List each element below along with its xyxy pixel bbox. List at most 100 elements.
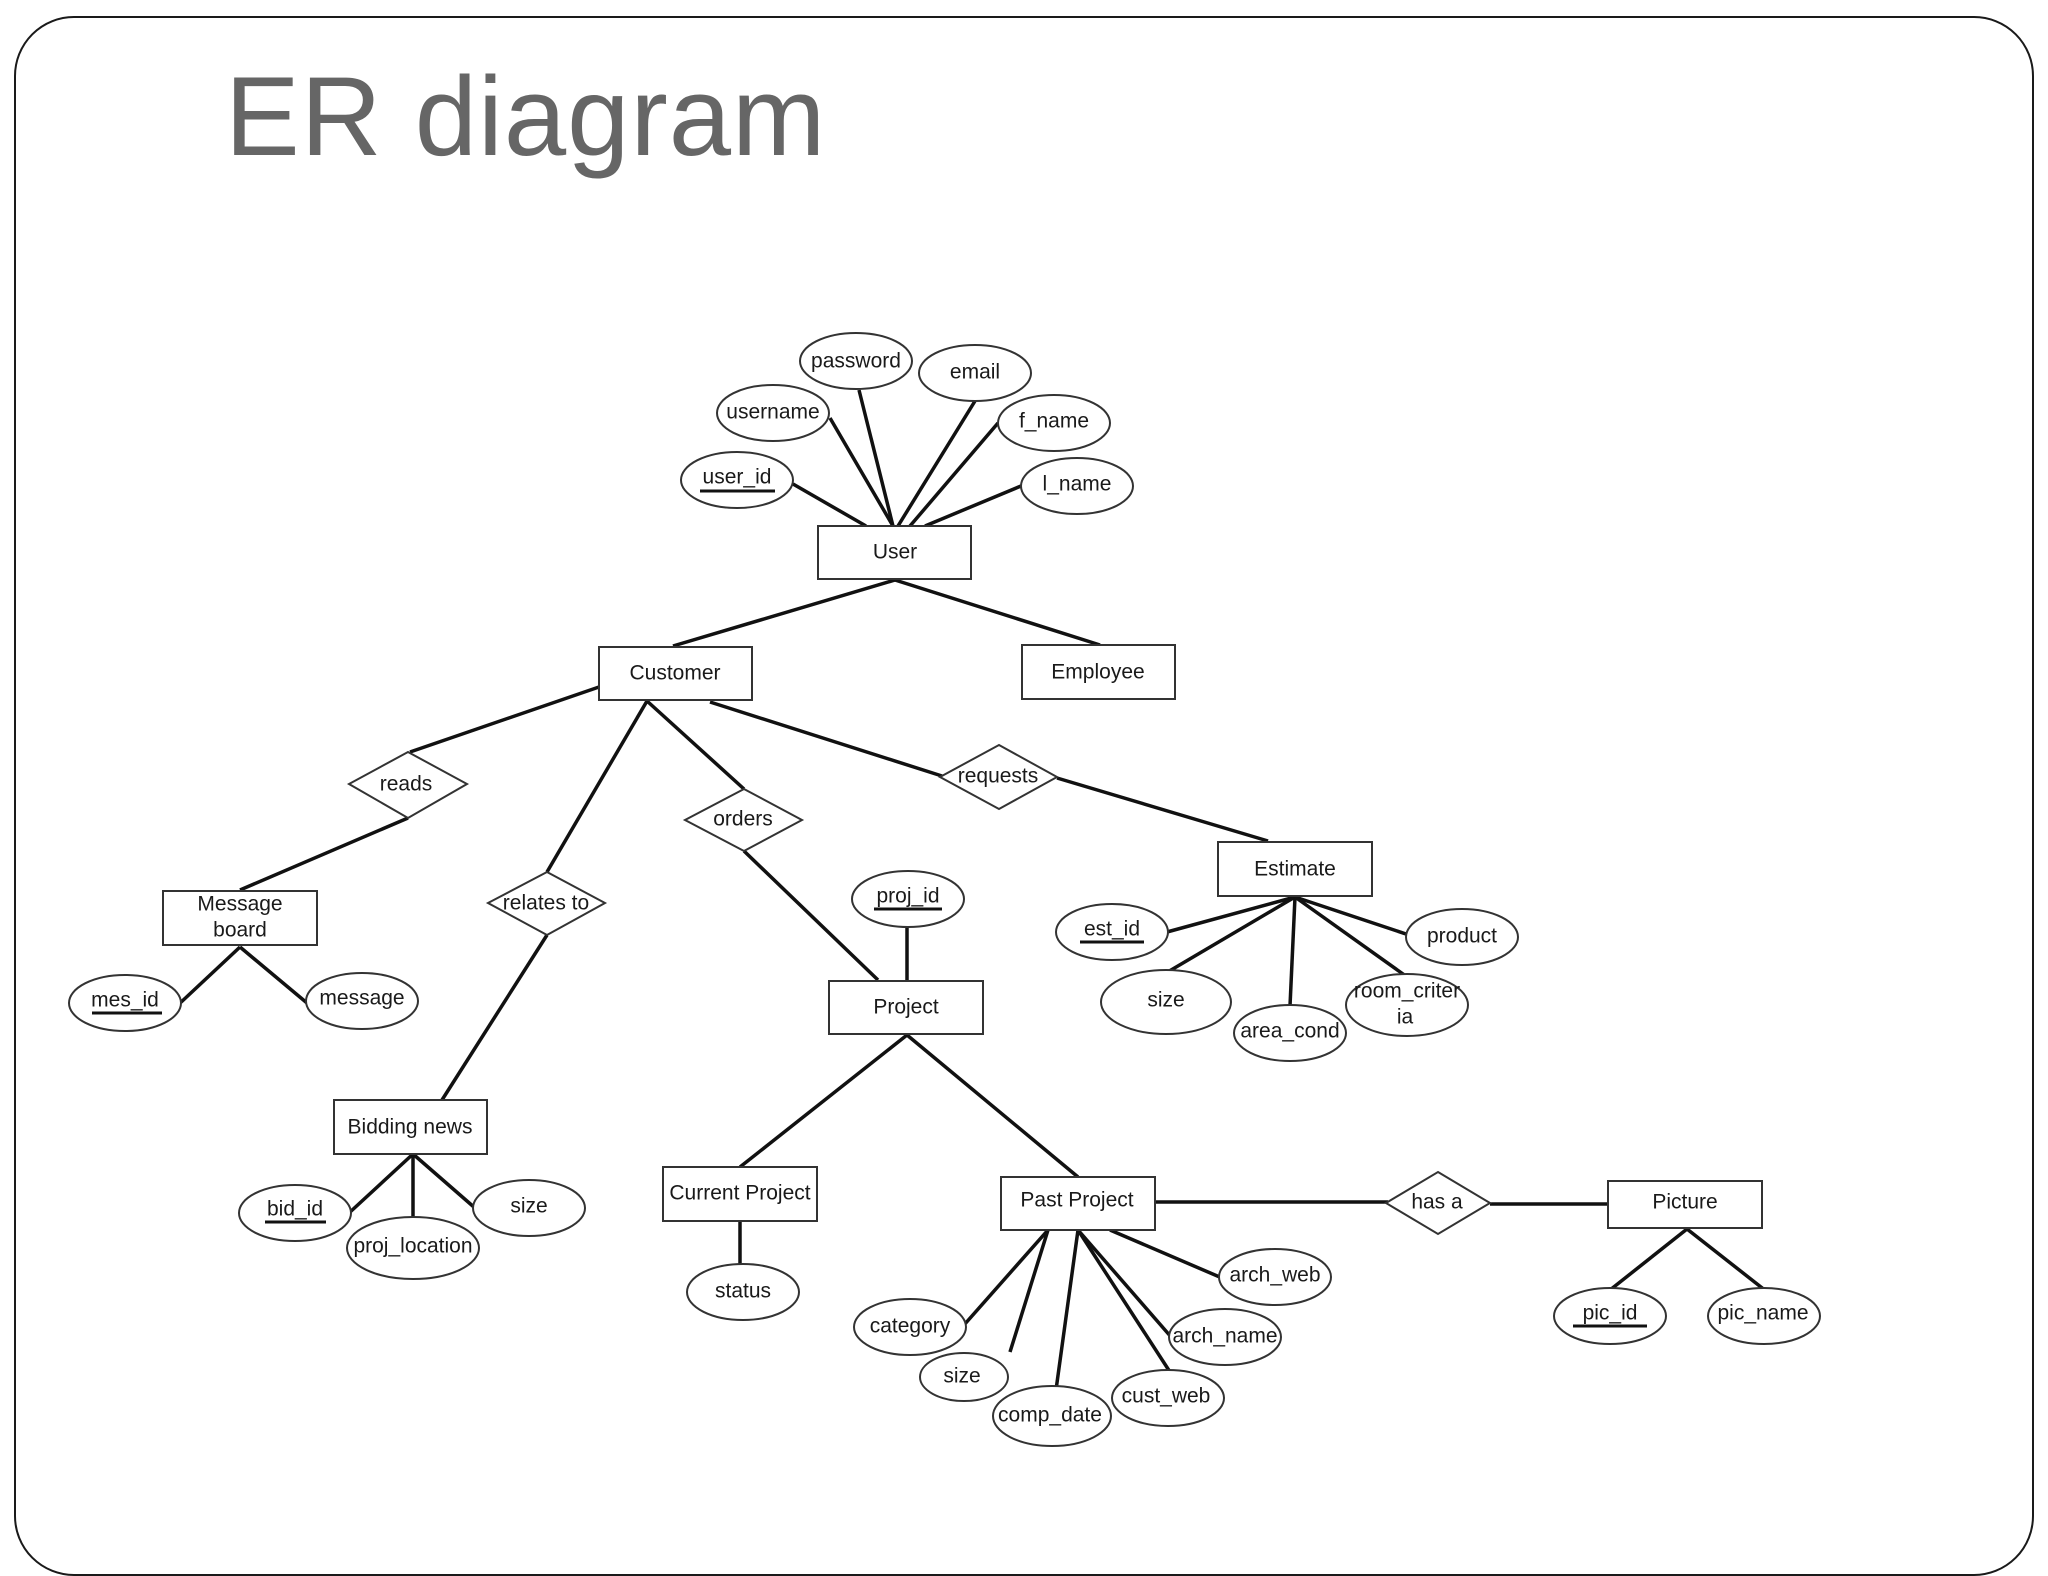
attribute-room-criteria-label-line2: ia xyxy=(1397,1006,1414,1029)
connector-past-category xyxy=(962,1228,1050,1327)
connector-picture-pic-id xyxy=(1608,1227,1689,1292)
connector-past-size xyxy=(1008,1229,1050,1353)
relationship-reads: reads xyxy=(346,750,470,820)
connector-lines xyxy=(176,389,1768,1391)
attribute-bid-size-label: size xyxy=(510,1195,547,1218)
connector-user-l-name xyxy=(924,484,1022,528)
attribute-cust-web-label: cust_web xyxy=(1122,1385,1211,1408)
connector-customer-reads xyxy=(409,685,600,754)
entity-picture-label: Picture xyxy=(1652,1191,1717,1214)
relationship-orders: orders xyxy=(682,787,805,853)
connector-estimate-area-cond xyxy=(1288,896,1297,1007)
connector-estimate-product xyxy=(1294,895,1416,939)
entity-picture: Picture xyxy=(1607,1180,1763,1229)
attribute-arch-web: arch_web xyxy=(1218,1248,1332,1306)
attribute-area-cond: area_cond xyxy=(1233,1004,1347,1062)
entity-user: User xyxy=(817,525,972,580)
connector-user-password xyxy=(857,389,895,527)
attribute-user-id: user_id xyxy=(680,451,794,509)
entity-project-label: Project xyxy=(873,996,939,1019)
connector-past-cust-web xyxy=(1076,1229,1172,1373)
attribute-est-id-label: est_id xyxy=(1084,918,1140,941)
attribute-comp-date: comp_date xyxy=(992,1385,1112,1447)
connector-past-arch-web xyxy=(1109,1228,1223,1280)
connector-reads-message-board xyxy=(239,816,409,892)
entity-bidding-news: Bidding news xyxy=(333,1099,488,1155)
attribute-proj-location-label: proj_location xyxy=(353,1235,472,1258)
attribute-category: category xyxy=(853,1298,967,1356)
attribute-mes-id: mes_id xyxy=(68,974,182,1032)
attribute-past-size-label: size xyxy=(943,1365,980,1388)
entity-estimate: Estimate xyxy=(1217,841,1373,897)
attribute-password-label: password xyxy=(811,350,901,373)
entity-employee-label: Employee xyxy=(1051,661,1144,684)
connector-project-current xyxy=(738,1033,909,1169)
entity-past-project-label: Past Project xyxy=(1020,1189,1133,1212)
entity-message-board: Message board xyxy=(162,890,318,946)
attribute-username-label: username xyxy=(726,401,819,424)
attribute-room-criteria-label-line1: room_criter xyxy=(1354,980,1460,1003)
connector-user-f-name xyxy=(908,421,1000,528)
attribute-email: email xyxy=(918,344,1032,402)
attribute-proj-id: proj_id xyxy=(851,870,965,928)
attribute-category-label: category xyxy=(870,1315,951,1338)
entity-user-label: User xyxy=(873,541,917,564)
connector-mboard-message xyxy=(238,945,309,1005)
attribute-past-size: size xyxy=(919,1352,1009,1402)
attribute-l-name: l_name xyxy=(1020,457,1134,515)
connector-project-past xyxy=(905,1033,1080,1179)
attribute-product-label: product xyxy=(1427,925,1497,948)
attribute-arch-web-label: arch_web xyxy=(1229,1264,1320,1287)
attribute-l-name-label: l_name xyxy=(1043,473,1112,496)
attribute-pic-name-label: pic_name xyxy=(1717,1302,1808,1325)
entity-bidding-news-label: Bidding news xyxy=(348,1116,473,1139)
attribute-arch-name: arch_name xyxy=(1168,1308,1282,1366)
connector-customer-relates-to xyxy=(545,700,649,873)
connector-user-username xyxy=(828,417,895,527)
relationship-orders-label: orders xyxy=(713,808,773,831)
attribute-estimate-size: size xyxy=(1100,969,1232,1035)
connector-bidding-bid-id xyxy=(347,1152,415,1215)
relationship-requests-label: requests xyxy=(958,765,1039,788)
attribute-bid-id-label: bid_id xyxy=(267,1198,323,1221)
attribute-proj-id-label: proj_id xyxy=(876,885,939,908)
attribute-username: username xyxy=(716,384,830,442)
attribute-bid-id: bid_id xyxy=(238,1184,352,1242)
connector-requests-estimate xyxy=(1056,776,1269,843)
slide-title: ER diagram xyxy=(225,54,827,179)
attribute-proj-location: proj_location xyxy=(346,1216,480,1280)
entity-customer: Customer xyxy=(598,646,753,701)
attribute-user-id-label: user_id xyxy=(703,466,772,489)
attribute-password: password xyxy=(799,332,913,390)
connector-user-customer xyxy=(672,578,896,648)
attribute-status: status xyxy=(686,1263,800,1321)
attribute-message: message xyxy=(305,972,419,1030)
entity-past-project: Past Project xyxy=(1000,1176,1156,1231)
attribute-cust-web: cust_web xyxy=(1111,1369,1225,1427)
connector-orders-project xyxy=(742,849,880,982)
entity-estimate-label: Estimate xyxy=(1254,858,1336,881)
attribute-pic-name: pic_name xyxy=(1707,1287,1821,1345)
connector-past-arch-name xyxy=(1076,1228,1174,1340)
connector-estimate-size xyxy=(1165,895,1296,975)
connector-user-employee xyxy=(894,578,1101,647)
attribute-pic-id: pic_id xyxy=(1553,1287,1667,1345)
relationship-requests: requests xyxy=(937,743,1060,811)
attribute-area-cond-label: area_cond xyxy=(1240,1020,1339,1043)
attribute-message-label: message xyxy=(319,987,404,1010)
attribute-mes-id-label: mes_id xyxy=(91,989,159,1012)
attribute-pic-id-label: pic_id xyxy=(1583,1302,1638,1325)
entity-current-project-label: Current Project xyxy=(669,1182,810,1205)
connector-past-comp-date xyxy=(1054,1229,1080,1391)
relationship-reads-label: reads xyxy=(380,773,433,796)
attribute-bid-size: size xyxy=(472,1179,586,1237)
entity-project: Project xyxy=(828,980,984,1035)
attribute-room-criteria: room_criter ia xyxy=(1345,973,1469,1037)
relationship-has-a-label: has a xyxy=(1411,1191,1463,1214)
er-diagram: User Customer Employee Message board Bid… xyxy=(68,332,1821,1447)
attribute-arch-name-label: arch_name xyxy=(1172,1325,1277,1348)
connector-picture-pic-name xyxy=(1685,1227,1768,1293)
attribute-estimate-size-label: size xyxy=(1147,989,1184,1012)
relationship-has-a: has a xyxy=(1384,1170,1492,1236)
attribute-est-id: est_id xyxy=(1055,903,1169,961)
